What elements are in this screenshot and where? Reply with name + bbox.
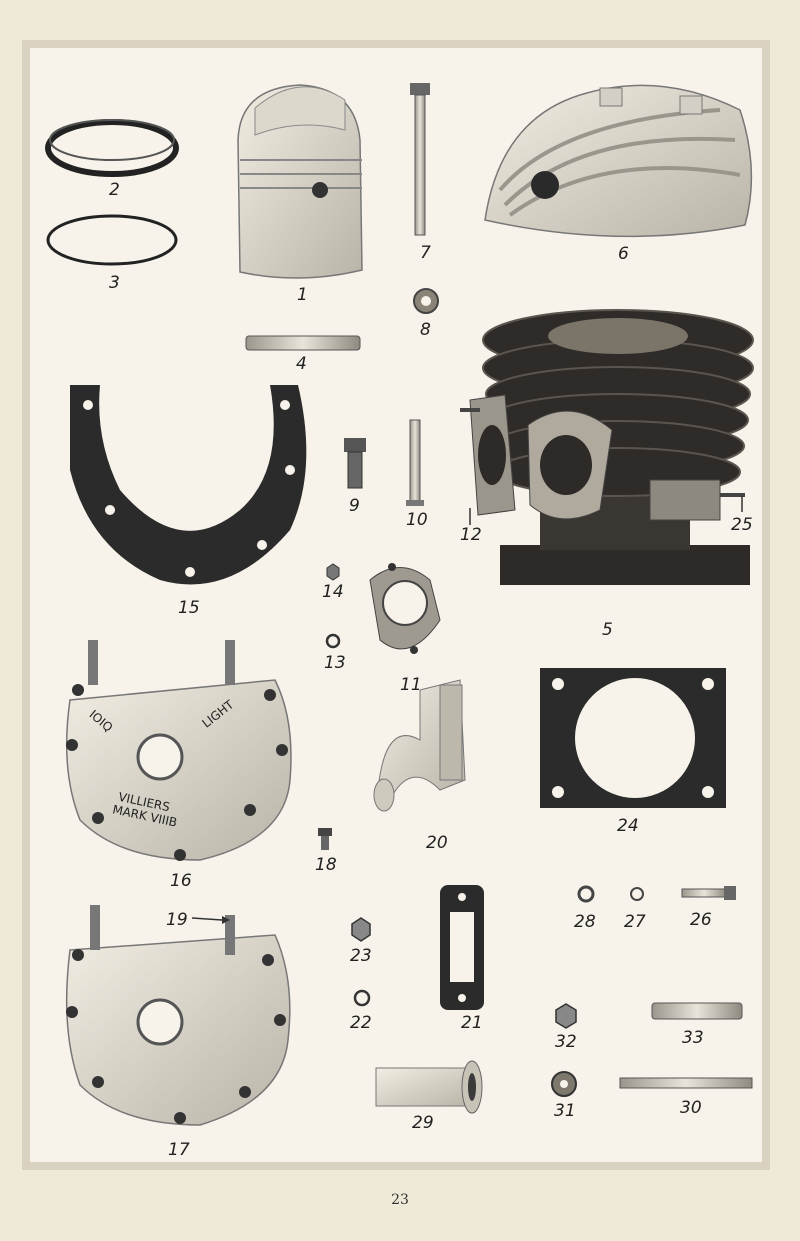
flange-gasket-11 [369, 563, 441, 654]
gudgeon-pin-4 [245, 335, 361, 351]
part-label-15: 15 [178, 598, 200, 618]
nut-32 [555, 1003, 577, 1029]
crankcase-cover-17 [65, 905, 291, 1126]
part-label-8: 8 [420, 320, 431, 340]
part-label-27: 27 [624, 912, 646, 932]
part-label-18: 18 [315, 855, 337, 875]
washer-8 [413, 288, 439, 314]
part-label-21: 21 [461, 1013, 483, 1033]
part-label-5: 5 [602, 620, 613, 640]
part-label-11: 11 [400, 675, 422, 695]
bolt-26 [681, 886, 736, 900]
part-label-23: 23 [350, 946, 372, 966]
part-label-24: 24 [617, 816, 639, 836]
part-label-7: 7 [420, 243, 431, 263]
part-label-26: 26 [690, 910, 712, 930]
screw-18 [318, 828, 332, 850]
stud-10 [406, 419, 424, 506]
part-label-16: 16 [170, 871, 192, 891]
part-label-19: 19 [166, 910, 188, 930]
part-label-2: 2 [109, 180, 120, 200]
part-label-22: 22 [350, 1013, 372, 1033]
inlet-elbow-20 [373, 679, 466, 812]
nut-28 [577, 885, 595, 903]
washer-31 [551, 1071, 577, 1097]
piston-ring-2 [45, 119, 179, 177]
pin-33 [651, 1002, 743, 1020]
crankcase-gasket-15 [70, 385, 307, 585]
part-label-9: 9 [349, 496, 360, 516]
fitting-9 [344, 438, 366, 489]
cylinder-head-6 [484, 84, 753, 238]
part-label-1: 1 [297, 285, 308, 305]
circlip-13 [325, 633, 341, 649]
crankcase-cover-16 [65, 640, 292, 861]
piston-1 [237, 84, 363, 279]
part-label-32: 32 [555, 1032, 577, 1052]
exhaust-gasket-21 [440, 885, 484, 1010]
part-label-13: 13 [324, 653, 346, 673]
cylinder-bolt-7 [410, 83, 430, 236]
callout-arrowhead-19 [222, 916, 230, 924]
part-label-4: 4 [296, 354, 307, 374]
part-label-12: 12 [460, 525, 482, 545]
part-label-17: 17 [168, 1140, 190, 1160]
stud-30 [619, 1077, 753, 1089]
nut-14 [326, 563, 340, 581]
callout-arrow-19 [191, 917, 223, 921]
part-label-20: 20 [426, 833, 448, 853]
cylinder-barrel-5 [460, 309, 754, 585]
part-label-30: 30 [680, 1098, 702, 1118]
part-label-6: 6 [618, 244, 629, 264]
washer-27 [630, 887, 644, 901]
circlip-22 [353, 989, 371, 1007]
part-label-25: 25 [731, 515, 753, 535]
part-label-10: 10 [406, 510, 428, 530]
part-label-33: 33 [682, 1028, 704, 1048]
part-label-3: 3 [109, 273, 120, 293]
sleeve-29 [375, 1060, 483, 1114]
nut-23 [351, 917, 371, 942]
part-label-14: 14 [322, 582, 344, 602]
part-label-31: 31 [554, 1101, 576, 1121]
piston-ring-3 [46, 214, 178, 266]
page-number: 23 [391, 1192, 409, 1208]
cylinder-base-gasket-24 [540, 668, 726, 808]
part-label-29: 29 [412, 1113, 434, 1133]
part-label-28: 28 [574, 912, 596, 932]
